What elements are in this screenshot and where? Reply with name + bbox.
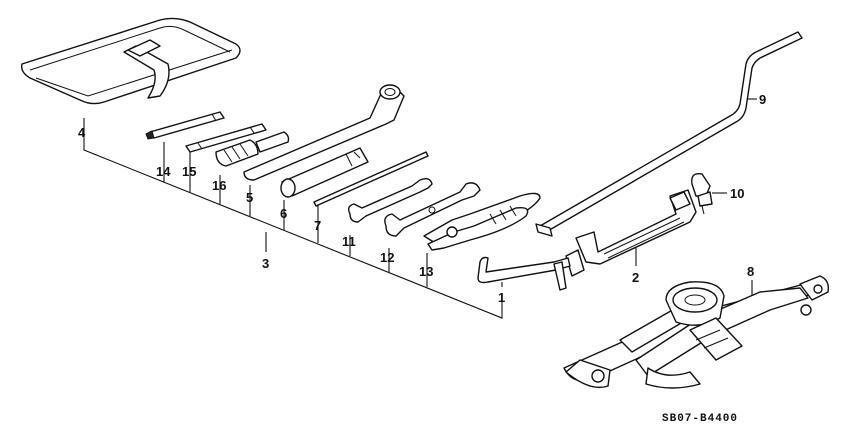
- label-7: 7: [314, 218, 321, 233]
- label-12: 12: [380, 250, 394, 265]
- label-9: 9: [759, 92, 766, 107]
- label-13: 13: [419, 264, 433, 279]
- part-number-labels: 4 14 15 16 5 6 7 3 11 12 13 1 2 9 10 8: [78, 92, 766, 305]
- label-15: 15: [182, 164, 196, 179]
- tool-bag: [20, 17, 241, 105]
- open-end-wrench-12: [384, 182, 481, 237]
- jack-handle-9: [535, 31, 803, 237]
- label-4: 4: [78, 125, 86, 140]
- label-11: 11: [342, 234, 356, 249]
- hook-rod-1: [477, 256, 571, 291]
- pliers-13: [423, 192, 541, 251]
- rod-7: [313, 151, 429, 207]
- screwdriver-bit-15: [185, 123, 267, 153]
- label-2: 2: [632, 270, 639, 285]
- label-14: 14: [156, 164, 171, 179]
- label-3: 3: [262, 256, 269, 271]
- scissor-jack-8: [563, 275, 830, 389]
- label-16: 16: [212, 178, 226, 193]
- extension-bar-6: [280, 147, 369, 198]
- label-5: 5: [246, 190, 253, 205]
- wheel-nut-wrench-5: [243, 84, 405, 181]
- screwdriver-handle-16: [215, 131, 290, 167]
- leader-lines: [83, 98, 757, 319]
- label-6: 6: [280, 206, 287, 221]
- jack-bracket-2: [565, 189, 697, 277]
- diagram-code: SB07-B4400: [662, 413, 738, 425]
- screwdriver-bit-14: [145, 111, 225, 140]
- wing-bolt-10: [691, 173, 713, 215]
- label-8: 8: [747, 264, 754, 279]
- open-end-wrench-11: [347, 177, 433, 223]
- label-10: 10: [730, 186, 744, 201]
- label-1: 1: [498, 290, 505, 305]
